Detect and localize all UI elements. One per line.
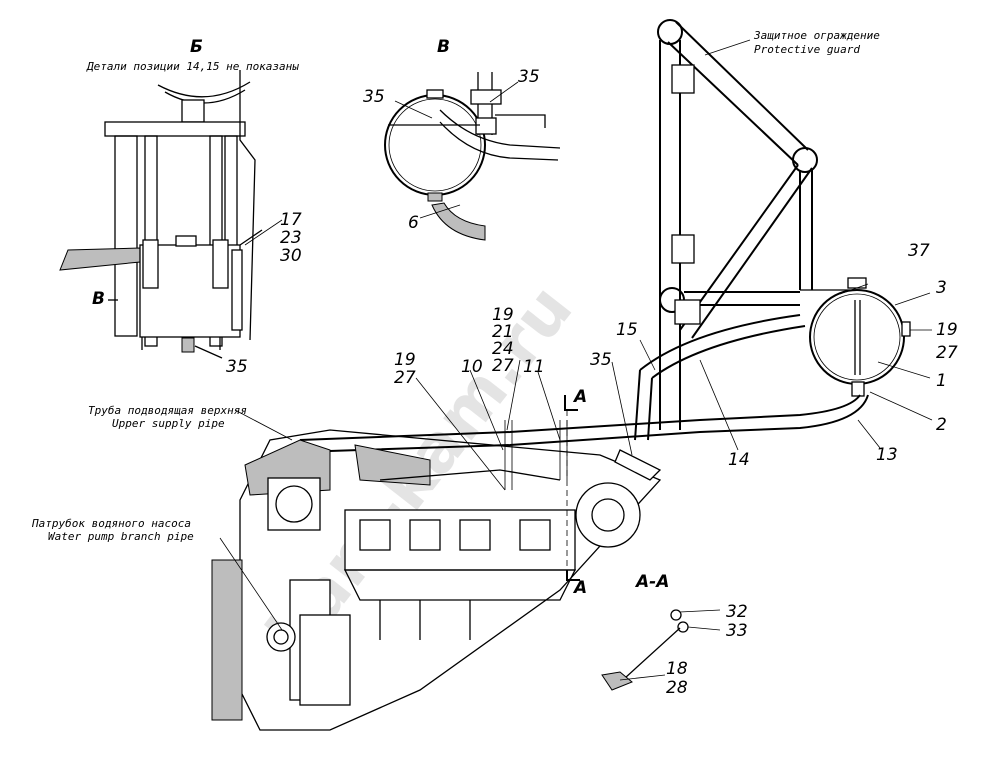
caption-upper-pipe-ru: Труба подводящая верхняя [88, 404, 247, 417]
view-arrow-v: В [92, 289, 105, 309]
callout-37: 37 [908, 241, 930, 261]
view-label-v: В [437, 37, 450, 57]
view-label-b: Б [190, 37, 203, 57]
callout-23: 23 [280, 228, 302, 248]
caption-guard-ru: Защитное ограждение [753, 29, 880, 42]
callout-27-left: 27 [394, 368, 416, 388]
callout-19-right: 19 [936, 320, 958, 340]
caption-guard-en: Protective guard [754, 43, 860, 56]
callout-28: 28 [666, 678, 688, 698]
leader-lines [219, 39, 933, 681]
callout-35-view-b: 35 [226, 357, 248, 377]
callout-24-stack: 24 [492, 339, 514, 359]
callout-35-view-v-left: 35 [363, 87, 385, 107]
callout-15: 15 [616, 320, 638, 340]
callout-19-stack: 19 [492, 305, 514, 325]
protective-guard [657, 19, 818, 430]
callout-14: 14 [728, 450, 750, 470]
callout-30: 30 [280, 246, 302, 266]
expansion-tank [800, 277, 911, 397]
hoses-and-pipes [299, 314, 869, 490]
callout-27-stack: 27 [492, 356, 514, 376]
callout-33: 33 [726, 621, 748, 641]
callout-17: 17 [280, 210, 302, 230]
caption-pump-ru: Патрубок водяного насоса [31, 517, 191, 530]
callout-21-stack: 21 [492, 322, 514, 342]
callout-19-left: 19 [394, 350, 416, 370]
section-a-a [601, 609, 689, 691]
caption-upper-pipe-en: Upper supply pipe [112, 417, 225, 430]
callout-3: 3 [936, 278, 947, 298]
engine-assembly [211, 429, 662, 731]
callout-18: 18 [666, 659, 688, 679]
callout-35-view-v-right: 35 [518, 67, 540, 87]
callout-32: 32 [726, 602, 748, 622]
caption-pump-en: Water pump branch pipe [48, 530, 194, 543]
view-b-detail [59, 70, 263, 359]
section-mark-a-bottom: А [572, 578, 587, 598]
callout-11: 11 [523, 357, 545, 377]
callout-13: 13 [876, 445, 898, 465]
callout-1: 1 [936, 371, 947, 391]
callout-27-right: 27 [936, 343, 958, 363]
view-v-detail [384, 72, 561, 241]
callout-6: 6 [408, 213, 419, 233]
section-mark-a-top: А [572, 387, 587, 407]
callout-2: 2 [936, 415, 947, 435]
callout-10: 10 [461, 357, 483, 377]
section-mark-bottom [566, 570, 580, 581]
section-mark-top [564, 395, 578, 411]
callout-35-mid: 35 [590, 350, 612, 370]
section-label-aa: А-А [634, 572, 669, 592]
note-details-hidden: Детали позиции 14,15 не показаны [86, 60, 299, 73]
